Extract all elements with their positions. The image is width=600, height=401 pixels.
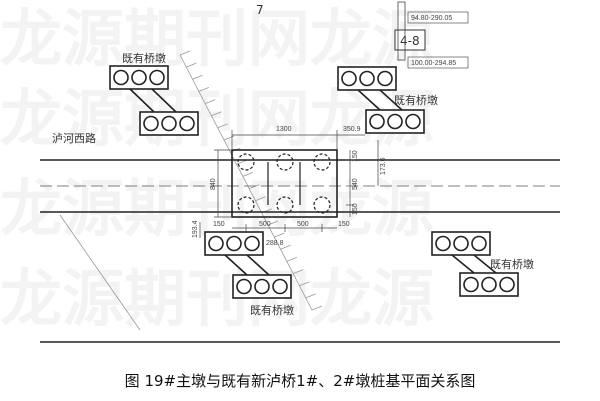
pier-label-3: 既有桥墩 — [250, 303, 294, 317]
pile-circle — [149, 69, 165, 86]
svg-text:龙源期刊网龙源: 龙源期刊网龙源 — [0, 2, 434, 75]
pile-circle — [387, 113, 403, 130]
dimension-lines — [199, 130, 379, 238]
existing-pier-3 — [204, 231, 292, 299]
north-mark: 7 — [256, 3, 264, 17]
svg-text:840: 840 — [210, 178, 217, 190]
existing-pier-2 — [337, 66, 425, 134]
pile-circle — [359, 70, 375, 87]
section-marker: 4-8 — [394, 1, 426, 61]
svg-text:龙源期刊网龙源: 龙源期刊网龙源 — [0, 262, 434, 335]
svg-text:500: 500 — [259, 221, 271, 228]
pile-circle — [226, 235, 242, 252]
dimension-labels: 1300 350.9 840 150 540 150 173.6 150 500… — [192, 126, 387, 247]
pile-circle — [131, 69, 147, 86]
existing-pier-1 — [109, 65, 199, 136]
svg-text:350.9: 350.9 — [343, 126, 361, 133]
svg-text:4-8: 4-8 — [400, 34, 420, 48]
pile-circle — [143, 115, 159, 132]
road-label: 泸河西路 — [52, 132, 96, 145]
slope-boundary — [59, 50, 323, 331]
svg-text:193.4: 193.4 — [192, 220, 199, 238]
pier-label-1: 既有桥墩 — [122, 51, 166, 65]
existing-pier-4 — [431, 231, 519, 297]
main-pile-cap — [231, 149, 338, 218]
pile-circle — [481, 276, 497, 293]
svg-text:150: 150 — [352, 203, 359, 215]
pile-circle — [369, 113, 385, 130]
svg-text:150: 150 — [352, 150, 359, 162]
svg-text:150: 150 — [338, 221, 350, 228]
svg-text:288.8: 288.8 — [266, 240, 284, 247]
level-label-1: 94.80-290.05 — [411, 15, 452, 22]
pile-circle — [499, 276, 515, 293]
pile-circle — [463, 276, 479, 293]
pile-circle — [236, 278, 252, 295]
pile-circle — [254, 278, 270, 295]
pile-circle — [161, 115, 177, 132]
pile-circle — [377, 70, 393, 87]
pile-circle — [272, 278, 288, 295]
pile-circle — [179, 115, 195, 132]
svg-text:1300: 1300 — [276, 126, 292, 133]
svg-text:173.6: 173.6 — [380, 157, 387, 175]
watermark: 龙源期刊网龙源 龙源期刊网龙源 龙源期刊网龙源 龙源期刊网龙源 — [0, 2, 434, 335]
pier-label-2: 既有桥墩 — [394, 93, 438, 107]
pile-circle — [244, 235, 260, 252]
pile-circle — [453, 235, 469, 252]
pile-circle — [208, 235, 224, 252]
svg-text:540: 540 — [352, 178, 359, 190]
svg-text:150: 150 — [213, 221, 225, 228]
pile-circle — [341, 70, 357, 87]
level-label-2: 100.00-294.85 — [411, 60, 456, 67]
pile-circle — [405, 113, 421, 130]
svg-text:500: 500 — [297, 221, 309, 228]
figure-caption: 图 19#主墩与既有新泸桥1#、2#墩桩基平面关系图 — [124, 372, 476, 390]
pile-circle — [471, 235, 487, 252]
pier-label-4: 既有桥墩 — [490, 257, 534, 271]
pile-circle — [113, 69, 129, 86]
pile-circle — [435, 235, 451, 252]
